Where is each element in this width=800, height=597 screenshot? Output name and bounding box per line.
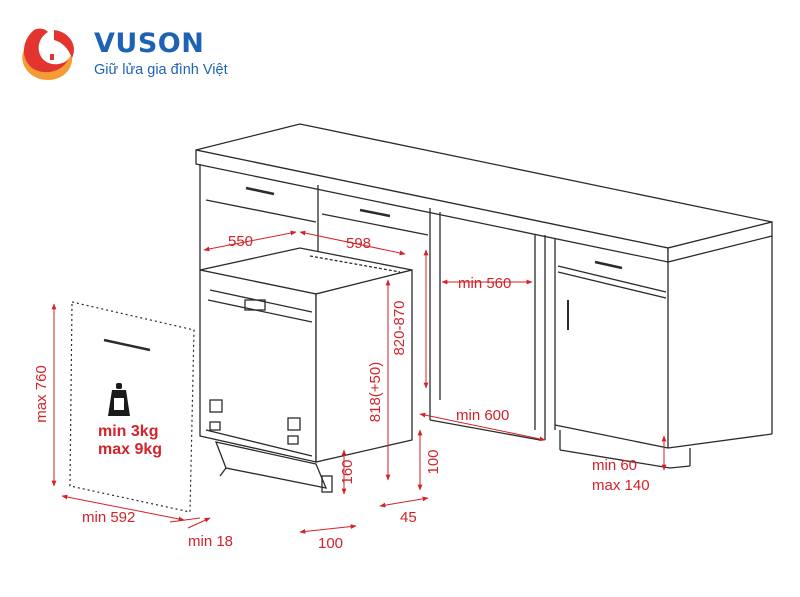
dimension-lines	[51, 230, 667, 534]
brand-slogan: Giữ lửa gia đình Việt	[94, 62, 228, 78]
kitchen-cabinets	[195, 123, 773, 469]
label-door-thickness: min 18	[188, 533, 233, 550]
brand-name: VUSON	[94, 28, 205, 59]
label-niche-height: 820-870	[391, 300, 408, 355]
weight-icon	[108, 383, 130, 416]
label-toe-clearance: 45	[400, 509, 417, 526]
label-plinth-depth: min 600	[456, 407, 509, 424]
label-plinth-height: 160	[339, 459, 356, 484]
label-depth: 550	[228, 233, 253, 250]
label-feet-min: min 60	[592, 457, 637, 474]
label-niche-depth: min 560	[458, 275, 511, 292]
label-feet-max: max 140	[592, 477, 650, 494]
flame-house-icon	[22, 28, 74, 80]
label-door-height: max 760	[33, 365, 50, 423]
dimension-labels: 550 598 820-870 min 560 818(+50) min 600…	[33, 233, 650, 552]
label-plinth-setback: 100	[318, 535, 343, 552]
label-toe-kick: 100	[425, 449, 442, 474]
door-panel	[69, 301, 195, 513]
label-door-weight-max: max 9kg	[98, 441, 162, 458]
label-door-weight-min: min 3kg	[98, 423, 158, 440]
label-width: 598	[346, 235, 371, 252]
vuson-logo: VUSON Giữ lửa gia đình Việt	[14, 22, 274, 84]
label-appliance-height: 818(+50)	[367, 362, 384, 422]
label-door-width: min 592	[82, 509, 135, 526]
